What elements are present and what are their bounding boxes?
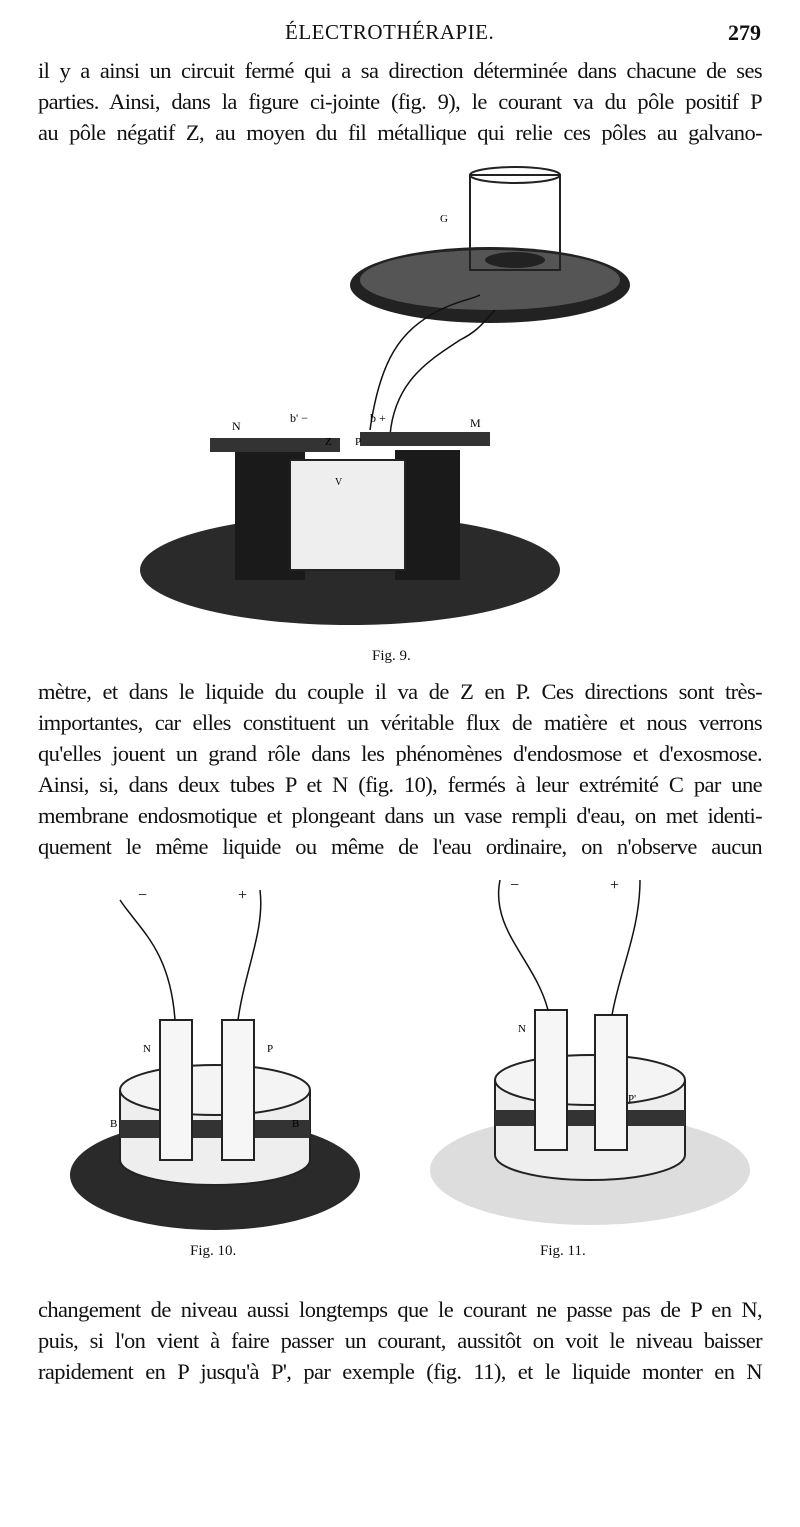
paragraph-1: il y a ainsi un circuit fermé qui a sa d…: [38, 55, 763, 148]
text-line: il y a ainsi un circuit fermé qui a sa d…: [38, 58, 763, 83]
fig11-label-plus: +: [610, 877, 619, 894]
text-line: importantes, car elles constituent un vé…: [38, 710, 763, 735]
fig9-label-g: G: [440, 213, 448, 225]
fig9-label-p: P: [355, 436, 361, 448]
paragraph-3: changement de niveau aussi longtemps que…: [38, 1294, 763, 1387]
figure-10-tubes: − + N P B B: [70, 887, 360, 1230]
figure-11-caption: Fig. 11.: [540, 1243, 586, 1259]
figure-11-tubes: − + N P': [430, 877, 750, 1225]
text-line: parties. Ainsi, dans la figure ci-jointe…: [38, 89, 763, 114]
figure-9-battery-galvanometer: G V N b' − Z P b + M: [140, 166, 630, 625]
fig9-label-z: Z: [325, 436, 332, 448]
text-line: qu'elles jouent un grand rôle dans les p…: [38, 741, 763, 766]
fig11-label-p: P': [628, 1093, 636, 1105]
text-line: mètre, et dans le liquide du couple il v…: [38, 679, 763, 704]
fig10-label-minus: −: [138, 887, 147, 904]
text-line: rapidement en P jusqu'à P', par exemple …: [38, 1359, 763, 1384]
fig9-label-minus: b' −: [290, 411, 308, 425]
running-header: ÉLECTROTHÉRAPIE. 279: [0, 20, 800, 50]
running-title: ÉLECTROTHÉRAPIE.: [285, 20, 495, 44]
text-line: au pôle négatif Z, au moyen du fil métal…: [38, 120, 763, 145]
figure-10-caption: Fig. 10.: [190, 1243, 237, 1259]
page-number: 279: [728, 20, 761, 45]
fig11-label-n: N: [518, 1023, 526, 1035]
text-line: membrane endosmotique et plongeant dans …: [38, 803, 763, 828]
fig9-label-v: V: [335, 477, 343, 488]
text-line: quement le même liquide ou même de l'eau…: [38, 834, 763, 859]
fig10-label-p: P: [267, 1043, 273, 1055]
fig10-label-b-right: B: [292, 1118, 299, 1130]
fig10-label-plus: +: [238, 887, 247, 904]
text-line: puis, si l'on vient à faire passer un co…: [38, 1328, 763, 1353]
fig9-label-plus: b +: [370, 411, 386, 425]
fig9-label-n: N: [232, 419, 241, 433]
fig10-label-n: N: [143, 1043, 151, 1055]
fig10-label-b-left: B: [110, 1118, 117, 1130]
fig9-label-m: M: [470, 416, 481, 430]
figure-9-caption: Fig. 9.: [372, 648, 411, 664]
paragraph-2: mètre, et dans le liquide du couple il v…: [38, 676, 763, 862]
text-line: Ainsi, si, dans deux tubes P et N (fig. …: [38, 772, 763, 797]
fig11-label-minus: −: [510, 877, 519, 894]
text-line: changement de niveau aussi longtemps que…: [38, 1297, 763, 1322]
